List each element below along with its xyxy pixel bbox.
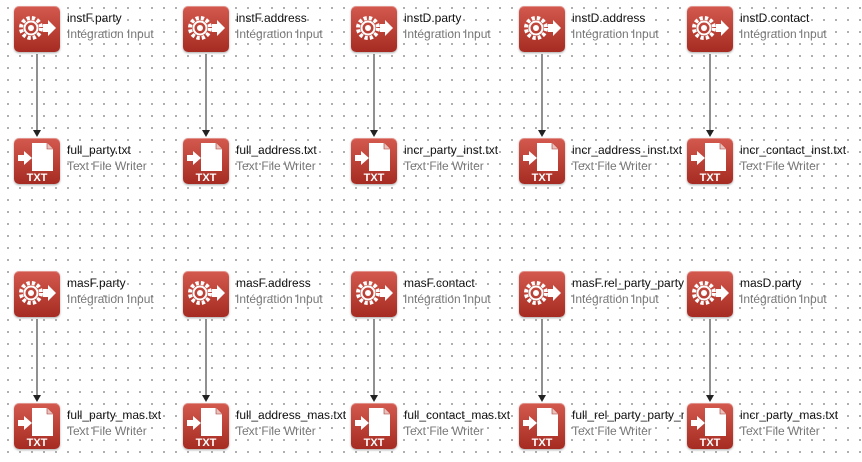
node-type: Intégration Input xyxy=(572,27,659,41)
node-type: Intégration Input xyxy=(67,292,154,306)
txt-badge: TXT xyxy=(196,437,217,449)
node-name: incr_party_inst.txt xyxy=(404,143,499,157)
integration-input-node[interactable]: instF.party Intégration Input xyxy=(14,6,182,54)
text-file-writer-node[interactable]: TXT incr_party_mas.txt Text File Writer xyxy=(687,403,855,451)
node-type: Intégration Input xyxy=(404,27,491,41)
text-file-writer-icon: TXT xyxy=(519,403,565,449)
txt-badge: TXT xyxy=(364,437,385,449)
integration-input-node[interactable]: instD.address Intégration Input xyxy=(519,6,687,54)
node-type: Text File Writer xyxy=(740,424,820,438)
integration-input-node[interactable]: masD.party Intégration Input xyxy=(687,271,855,319)
node-type: Intégration Input xyxy=(740,27,827,41)
txt-badge: TXT xyxy=(364,172,385,184)
text-file-writer-icon: TXT xyxy=(183,138,229,184)
text-file-writer-icon: TXT xyxy=(351,403,397,449)
text-file-writer-node[interactable]: TXT full_party_mas.txt Text File Writer xyxy=(14,403,182,451)
txt-badge: TXT xyxy=(532,437,553,449)
integration-input-node[interactable]: masF.contact Intégration Input xyxy=(351,271,519,319)
text-file-writer-icon: TXT xyxy=(351,138,397,184)
text-file-writer-icon: TXT xyxy=(687,138,733,184)
node-name: full_address.txt xyxy=(236,143,317,157)
node-name: full_party_mas.txt xyxy=(67,408,162,422)
integration-input-icon xyxy=(183,6,229,52)
text-file-writer-node[interactable]: TXT full_address_mas.txt Text File Write… xyxy=(183,403,351,451)
node-name: masF.address xyxy=(236,276,311,290)
text-file-writer-node[interactable]: TXT full_party.txt Text File Writer xyxy=(14,138,182,186)
text-file-writer-icon: TXT xyxy=(14,403,60,449)
integration-input-icon xyxy=(351,271,397,317)
text-file-writer-node[interactable]: TXT incr_party_inst.txt Text File Writer xyxy=(351,138,519,186)
text-file-writer-node[interactable]: TXT full_address.txt Text File Writer xyxy=(183,138,351,186)
text-file-writer-icon: TXT xyxy=(14,138,60,184)
node-name: full_party.txt xyxy=(67,143,131,157)
node-name: instD.address xyxy=(572,11,646,25)
node-type: Intégration Input xyxy=(236,292,323,306)
node-name: full_address_mas.txt xyxy=(236,408,347,422)
node-name: incr_party_mas.txt xyxy=(740,408,839,422)
node-name: instF.address xyxy=(236,11,307,25)
txt-badge: TXT xyxy=(532,172,553,184)
text-file-writer-node[interactable]: TXT incr_contact_inst.txt Text File Writ… xyxy=(687,138,855,186)
node-name: full_rel_party_party_mas.txt xyxy=(572,408,684,422)
integration-input-node[interactable]: masF.address Intégration Input xyxy=(183,271,351,319)
integration-input-icon xyxy=(183,271,229,317)
integration-input-icon xyxy=(14,271,60,317)
txt-badge: TXT xyxy=(700,172,721,184)
text-file-writer-icon: TXT xyxy=(687,403,733,449)
integration-input-node[interactable]: instD.contact Intégration Input xyxy=(687,6,855,54)
integration-input-node[interactable]: masF.rel_party_party Intégration Input xyxy=(519,271,687,319)
node-type: Text File Writer xyxy=(236,424,316,438)
text-file-writer-icon: TXT xyxy=(519,138,565,184)
node-name: incr_address_inst.txt xyxy=(572,143,683,157)
txt-badge: TXT xyxy=(27,172,48,184)
integration-input-node[interactable]: masF.party Intégration Input xyxy=(14,271,182,319)
node-type: Intégration Input xyxy=(740,292,827,306)
node-type: Text File Writer xyxy=(67,159,147,173)
txt-badge: TXT xyxy=(27,437,48,449)
node-name: masD.party xyxy=(740,276,802,290)
integration-input-node[interactable]: instF.address Intégration Input xyxy=(183,6,351,54)
node-type: Intégration Input xyxy=(404,292,491,306)
integration-input-icon xyxy=(14,6,60,52)
node-type: Text File Writer xyxy=(572,424,652,438)
text-file-writer-icon: TXT xyxy=(183,403,229,449)
node-name: instF.party xyxy=(67,11,122,25)
node-type: Text File Writer xyxy=(236,159,316,173)
node-type: Text File Writer xyxy=(404,159,484,173)
node-type: Intégration Input xyxy=(572,292,659,306)
text-file-writer-node[interactable]: TXT incr_address_inst.txt Text File Writ… xyxy=(519,138,687,186)
txt-badge: TXT xyxy=(700,437,721,449)
text-file-writer-node[interactable]: TXT full_rel_party_party_mas.txt Text Fi… xyxy=(519,403,687,451)
integration-input-node[interactable]: instD.party Intégration Input xyxy=(351,6,519,54)
text-file-writer-node[interactable]: TXT full_contact_mas.txt Text File Write… xyxy=(351,403,519,451)
node-name: instD.party xyxy=(404,11,462,25)
integration-input-icon xyxy=(687,6,733,52)
txt-badge: TXT xyxy=(196,172,217,184)
integration-input-icon xyxy=(351,6,397,52)
node-name: incr_contact_inst.txt xyxy=(740,143,847,157)
node-name: full_contact_mas.txt xyxy=(404,408,511,422)
integration-input-icon xyxy=(687,271,733,317)
integration-input-icon xyxy=(519,271,565,317)
node-type: Text File Writer xyxy=(404,424,484,438)
node-type: Intégration Input xyxy=(236,27,323,41)
node-name: instD.contact xyxy=(740,11,810,25)
node-name: masF.contact xyxy=(404,276,475,290)
node-type: Text File Writer xyxy=(572,159,652,173)
node-type: Text File Writer xyxy=(67,424,147,438)
integration-input-icon xyxy=(519,6,565,52)
node-type: Intégration Input xyxy=(67,27,154,41)
node-name: masF.rel_party_party xyxy=(572,276,684,290)
node-name: masF.party xyxy=(67,276,126,290)
node-type: Text File Writer xyxy=(740,159,820,173)
